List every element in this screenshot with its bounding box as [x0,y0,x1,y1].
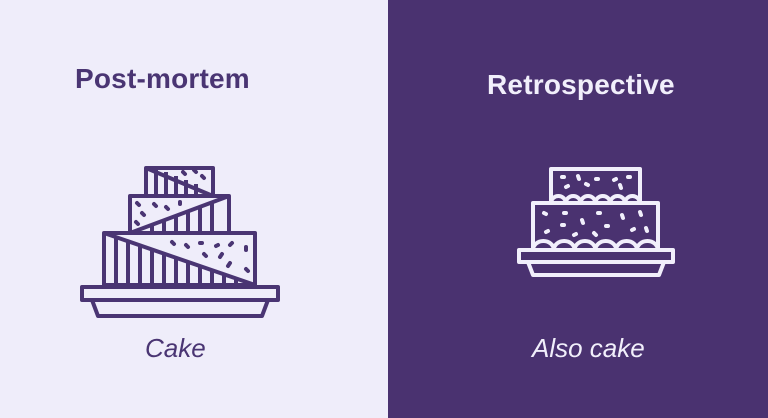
layered-cake-striped-icon [80,166,280,318]
left-caption: Cake [145,333,206,363]
two-tier-cake-icon [517,167,675,277]
left-title: Post-mortem [75,63,250,94]
left-panel: Post-mortem Cake [0,0,388,418]
right-panel: Retrospective Also cake [388,0,768,418]
right-caption: Also cake [532,333,645,363]
right-title: Retrospective [487,69,675,100]
